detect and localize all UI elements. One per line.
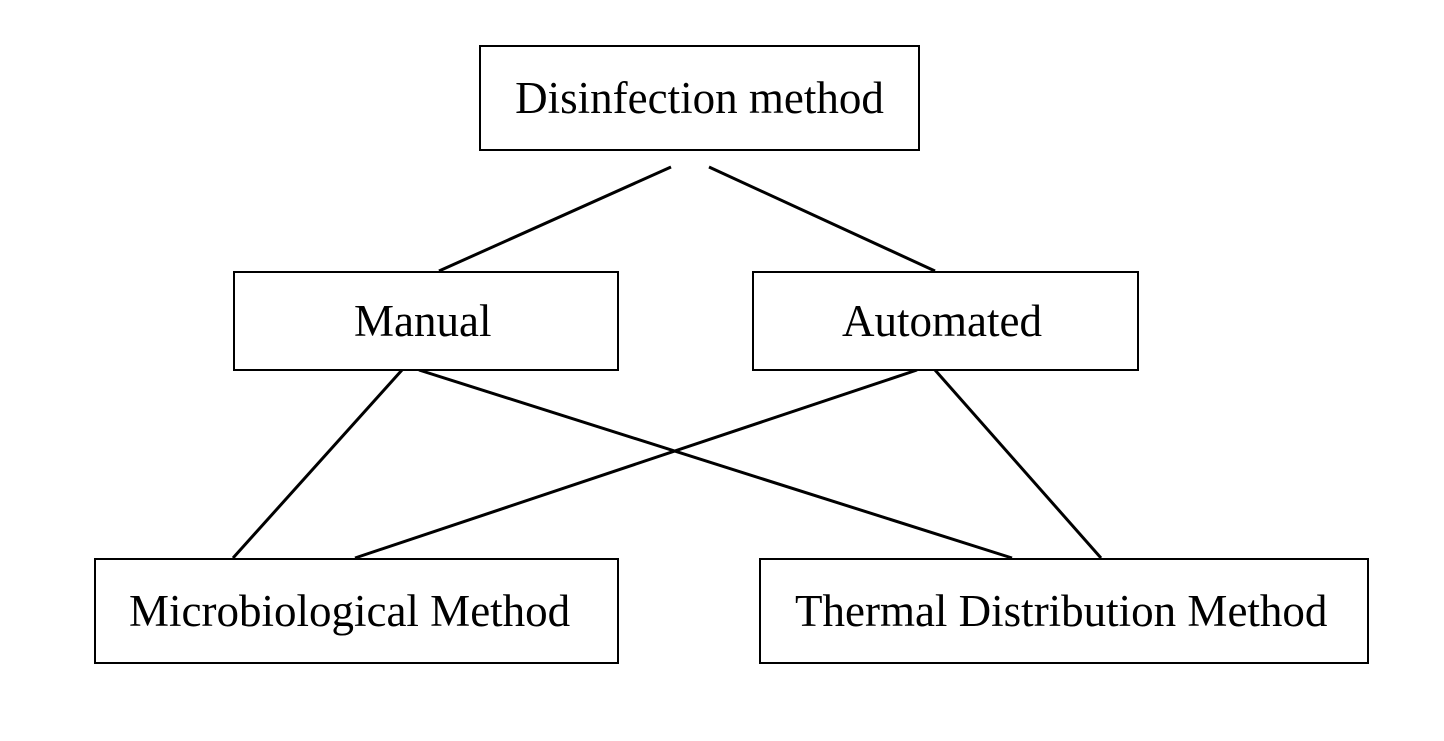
edge-automated-to-microbiological <box>354 368 918 560</box>
node-manual: Manual <box>233 271 619 371</box>
node-automated-label: Automated <box>842 295 1042 346</box>
node-thermal-distribution-method-label: Thermal Distribution Method <box>795 585 1328 636</box>
edge-root-to-manual <box>438 165 672 273</box>
node-manual-label: Manual <box>354 295 492 346</box>
node-disinfection-method-label: Disinfection method <box>515 72 884 123</box>
node-microbiological-method: Microbiological Method <box>94 558 619 664</box>
edge-root-to-automated <box>708 165 936 273</box>
node-disinfection-method: Disinfection method <box>479 45 920 151</box>
edge-manual-to-microbiological <box>231 368 404 560</box>
edge-automated-to-thermal <box>933 369 1103 559</box>
node-thermal-distribution-method: Thermal Distribution Method <box>759 558 1369 664</box>
edge-manual-to-thermal <box>418 368 1013 560</box>
node-automated: Automated <box>752 271 1139 371</box>
node-microbiological-method-label: Microbiological Method <box>129 585 571 636</box>
